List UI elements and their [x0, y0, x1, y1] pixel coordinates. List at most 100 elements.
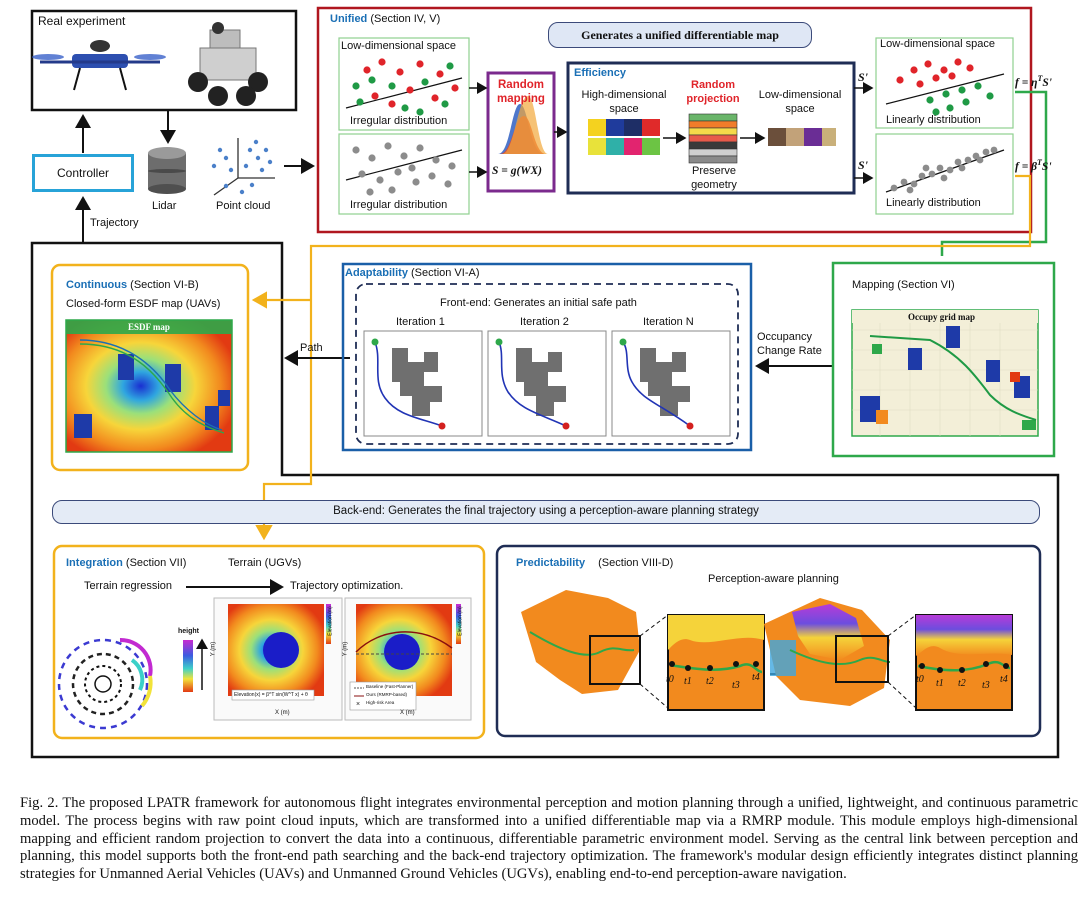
t4-right: t4 [1000, 674, 1008, 685]
lidar-label: Lidar [152, 200, 177, 212]
perception-terrain-3d-1 [521, 590, 641, 694]
integration-title-section: (Section VII) [125, 557, 187, 569]
iteration-paths [374, 341, 691, 427]
low-dim-mid-label: Low-dimensional space [758, 89, 842, 115]
irregular-label-2: Irregular distribution [350, 199, 448, 211]
predictability-title: Predictability (Section VIII-D) [516, 557, 673, 569]
perception-aware-label: Perception-aware planning [708, 573, 839, 585]
t0-left: t0 [666, 674, 674, 685]
f-eta-formula: f = ηTS' [1015, 74, 1052, 89]
mapping-formula: S = g(WX) [492, 165, 543, 177]
scatter-grey-irregular [345, 142, 463, 196]
efficiency-label: Efficiency [574, 67, 626, 79]
unified-title-section: (Section IV, V) [370, 13, 441, 25]
iteration-1-label: Iteration 1 [396, 316, 445, 328]
iteration-2-label: Iteration 2 [520, 316, 569, 328]
unified-title-keyword: Unified [330, 13, 368, 25]
s-prime-top: S' [858, 70, 869, 84]
point-cloud-label: Point cloud [216, 200, 271, 212]
point-cloud-icon [211, 138, 275, 196]
f-eta-text: f = η [1015, 76, 1038, 89]
integration-title: Integration (Section VII) [66, 557, 186, 569]
diagram-frames: × [30, 6, 1060, 759]
perception-terrain-3d-2 [764, 598, 891, 706]
random-mapping-distribution-curves [498, 96, 548, 154]
controller-box: Controller [32, 154, 134, 192]
s-prime-bottom: S' [858, 158, 869, 172]
f-eta-sup: T [1037, 74, 1043, 83]
adaptability-title-section: (Section VI-A) [411, 267, 480, 279]
plot1-y-axis: Y (m) [210, 641, 217, 657]
scatter-red-green-linear [885, 58, 1005, 116]
unified-banner: Generates a unified differentiable map [548, 22, 812, 48]
trajectory-points [669, 661, 1009, 673]
elevation-heatmap-2: × [344, 597, 472, 721]
grid-lines [852, 320, 1038, 436]
path-label: Path [300, 342, 323, 354]
t2-right: t2 [958, 678, 966, 689]
predictability-title-section: (Section VIII-D) [598, 557, 674, 569]
unified-title: Unified (Section IV, V) [330, 13, 440, 25]
low-dim-left-label: Low-dimensional space [341, 40, 456, 52]
t1-left: t1 [684, 676, 692, 687]
preserve-geometry-label: Preserve geometry [691, 165, 737, 191]
continuous-title-section: (Section VI-B) [130, 279, 199, 291]
random-projection-label: Random projection [686, 79, 740, 105]
ugv-robot-image [188, 22, 268, 106]
plot2-x-axis: X (m) [400, 710, 415, 716]
high-dim-color-grid [588, 119, 660, 155]
terrain-regression-label: Terrain regression [84, 580, 173, 592]
legend-ours: Ours (RMRP-based) [366, 692, 408, 697]
frontend-label: Front-end: Generates an initial safe pat… [440, 297, 637, 309]
terrain-regression-plot [57, 610, 208, 730]
random-mapping-label: Random mapping [497, 79, 545, 105]
controller-label: Controller [56, 166, 110, 180]
f-beta-text: f = β [1015, 160, 1038, 173]
scatter-grey-linear [885, 146, 1005, 194]
linearly-label-1: Linearly distribution [886, 114, 981, 126]
plot1-x-axis: X (m) [275, 710, 290, 716]
low-dim-right-label: Low-dimensional space [880, 38, 995, 50]
terrain-label: Terrain (UGVs) [228, 557, 302, 569]
esdf-map-label: ESDF map [128, 322, 170, 332]
t3-left: t3 [732, 680, 740, 691]
continuous-subtitle: Closed-form ESDF map (UAVs) [66, 298, 221, 310]
f-beta-sup: T [1037, 158, 1042, 167]
adaptability-title: Adaptability (Section VI-A) [345, 267, 479, 279]
start-goal-markers [371, 338, 694, 430]
occupancy-rainbow-edges [872, 344, 1036, 430]
lidar-icon [148, 147, 186, 194]
real-experiment-title: Real experiment [38, 14, 126, 28]
occupy-grid-label: Occupy grid map [908, 312, 976, 322]
plot2-elev-label: Elevation (m) [457, 606, 464, 636]
t2-left: t2 [706, 676, 714, 687]
plot1-elev-label: Elevation (m) [327, 606, 334, 636]
integration-title-keyword: Integration [66, 557, 123, 569]
maze-obstacles [392, 348, 690, 416]
trajectory-label: Trajectory [90, 217, 139, 229]
unified-banner-text: Generates a unified differentiable map [581, 28, 779, 42]
linearly-label-2: Linearly distribution [886, 197, 981, 209]
figure-caption: Fig. 2. The proposed LPATR framework for… [20, 795, 1078, 883]
legend-baseline: Baseline (Fast-Planner) [366, 684, 414, 689]
t4-left: t4 [752, 672, 760, 683]
t3-right: t3 [982, 680, 990, 691]
continuous-title-keyword: Continuous [66, 279, 128, 291]
f-beta-formula: f = βTS' [1015, 158, 1052, 173]
t1-right: t1 [936, 678, 944, 689]
uav-drone-image [32, 40, 166, 91]
occupancy-blocks [860, 326, 1030, 422]
projection-bars [688, 113, 738, 164]
traj-opt-label: Trajectory optimization. [290, 580, 404, 592]
adaptability-title-keyword: Adaptability [345, 267, 408, 279]
low-dim-color-row [768, 128, 836, 146]
high-dim-label: High-dimensional space [581, 89, 667, 115]
f-beta-tail: S' [1041, 160, 1052, 173]
height-label: height [178, 628, 199, 635]
zoom-view-2 [915, 614, 1013, 711]
legend-high-risk: High-risk Area [366, 700, 395, 705]
svg-text:×: × [356, 701, 360, 708]
plot1-formula: Elevation(x) = β^T sin(W^T x) + θ [234, 692, 308, 698]
irregular-label-1: Irregular distribution [350, 115, 448, 127]
iteration-n-label: Iteration N [643, 316, 694, 328]
